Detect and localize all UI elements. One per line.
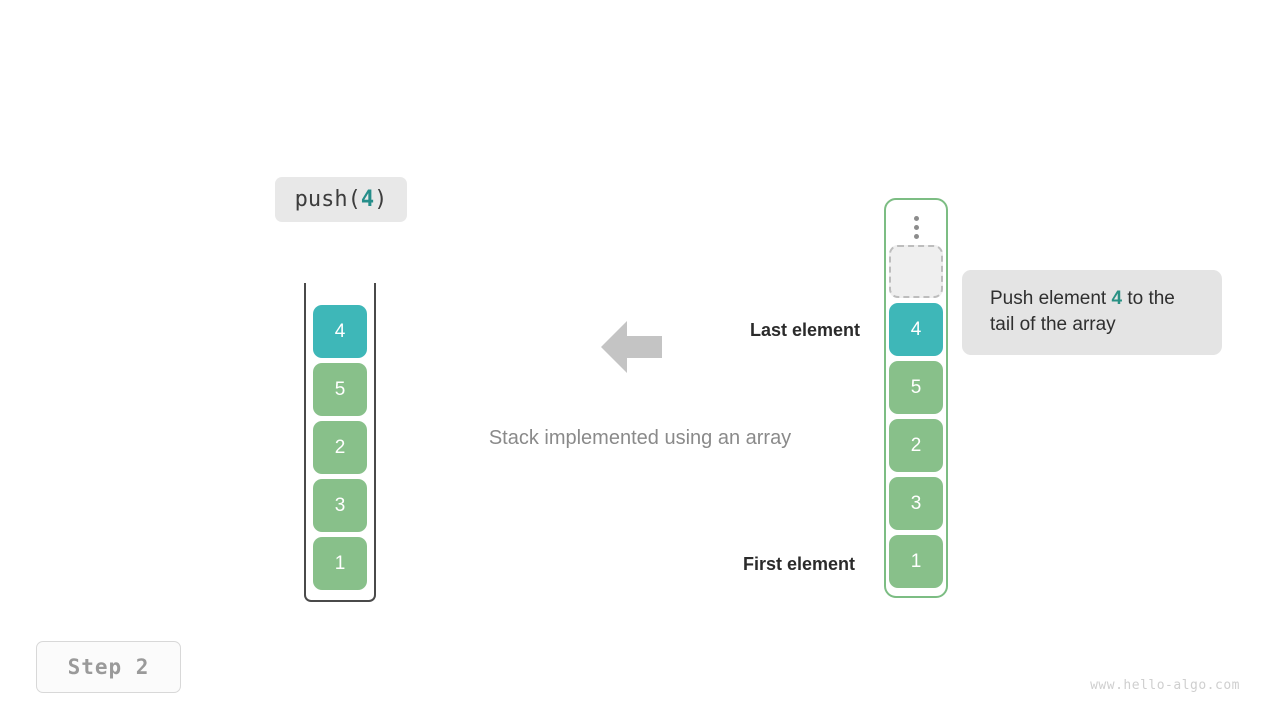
vertical-ellipsis-icon: [889, 210, 943, 244]
stack-cell: 2: [313, 421, 367, 474]
stack-cell: 1: [313, 537, 367, 590]
array-empty-slot: [889, 245, 943, 298]
stack-figure: 4 5 2 3 1: [304, 283, 376, 602]
stack-cell: 5: [313, 363, 367, 416]
push-label-suffix: ): [374, 187, 388, 212]
array-cell: 5: [889, 361, 943, 414]
tooltip-argument: 4: [1111, 288, 1123, 309]
explanation-tooltip: Push element 4 to the tail of the array: [962, 270, 1222, 355]
array-container-outline: [884, 198, 948, 598]
push-operation-label: push(4): [275, 177, 407, 222]
tooltip-text-before: Push element: [990, 288, 1112, 309]
ellipsis-dot: [913, 233, 919, 239]
tooltip-text-after: to the tail of the array: [990, 288, 1175, 335]
array-cell: 2: [889, 419, 943, 472]
stack-cell: 3: [313, 479, 367, 532]
watermark: www.hello-algo.com: [1090, 678, 1240, 693]
step-badge: Step 2: [36, 641, 181, 693]
array-cell: 1: [889, 535, 943, 588]
arrow-left-icon: [601, 321, 662, 373]
ellipsis-dot: [913, 215, 919, 221]
array-figure: 4 5 2 3 1: [884, 198, 948, 598]
array-cell-list: 4 5 2 3 1: [889, 245, 943, 588]
ellipsis-dot: [913, 224, 919, 230]
push-label-argument: 4: [360, 187, 375, 212]
stack-cell-list: 4 5 2 3 1: [313, 305, 367, 590]
figure-caption: Stack implemented using an array: [488, 427, 792, 449]
array-cell: 3: [889, 477, 943, 530]
stack-cell: 4: [313, 305, 367, 358]
push-label-prefix: push(: [294, 187, 361, 212]
array-cell: 4: [889, 303, 943, 356]
last-element-label: Last element: [749, 320, 860, 340]
stack-container-outline: [304, 283, 376, 602]
array-inner: 4 5 2 3 1: [889, 198, 943, 598]
first-element-label: First element: [742, 554, 855, 574]
